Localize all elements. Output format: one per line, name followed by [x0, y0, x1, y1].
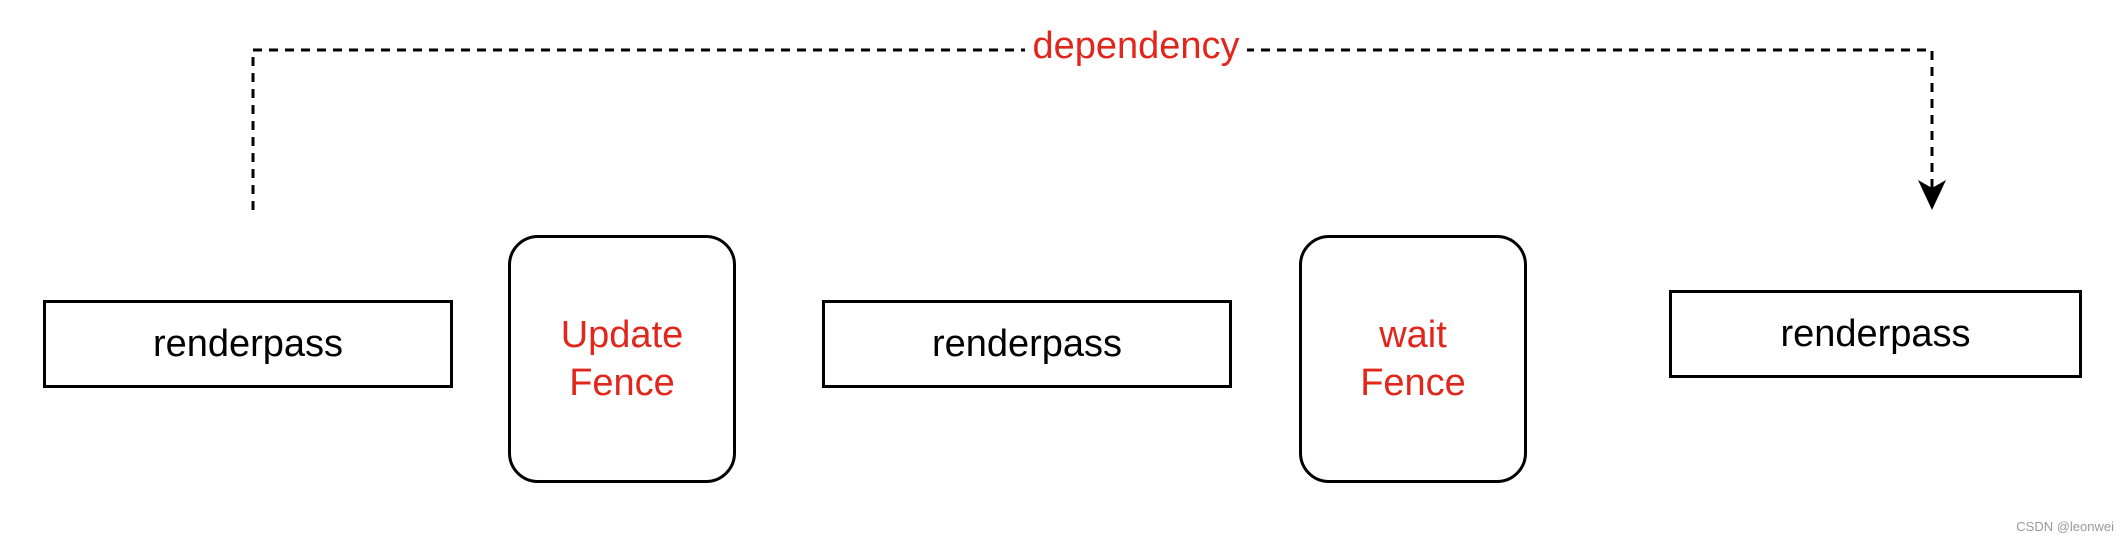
dependency-label: dependency [1025, 22, 1247, 70]
dependency-arrowhead-icon [1918, 180, 1946, 210]
dependency-dashed-line [251, 48, 1934, 210]
renderpass-node-3: renderpass [1669, 290, 2082, 378]
wait-fence-line-1: wait [1379, 314, 1447, 356]
renderpass-node-3-label: renderpass [1780, 312, 1971, 355]
watermark: CSDN @leonwei [2016, 519, 2114, 534]
update-fence-line-2: Fence [569, 362, 675, 404]
dependency-edge [251, 48, 1946, 210]
update-fence-node: Update Fence [508, 235, 736, 483]
wait-fence-node: wait Fence [1299, 235, 1527, 483]
renderpass-node-2: renderpass [822, 300, 1232, 388]
update-fence-line-1: Update [560, 314, 684, 356]
renderpass-node-1-label: renderpass [152, 322, 344, 365]
wait-fence-line-2: Fence [1360, 362, 1466, 404]
renderpass-node-2-label: renderpass [931, 322, 1123, 365]
renderpass-node-1: renderpass [43, 300, 453, 388]
